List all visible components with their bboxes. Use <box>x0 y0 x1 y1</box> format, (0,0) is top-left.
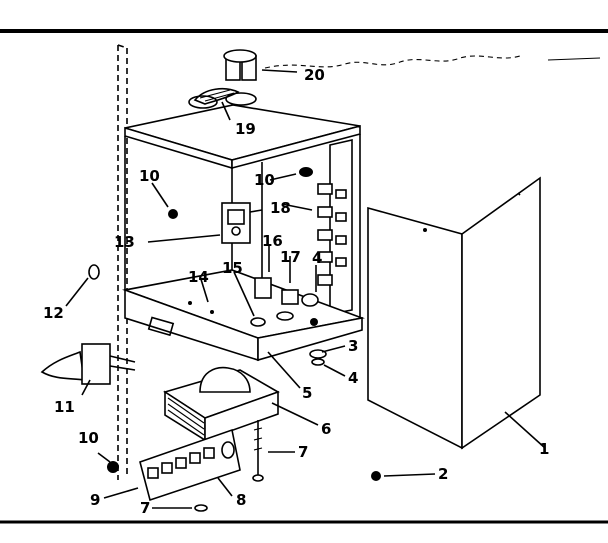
part-label-3: 3 <box>348 337 358 355</box>
part-label-19: 19 <box>235 120 256 138</box>
part-label-1: 1 <box>539 440 549 458</box>
wall-outline <box>117 44 128 480</box>
part-label-6: 6 <box>321 420 331 438</box>
part-label-18: 18 <box>270 199 291 217</box>
screw-10-right <box>299 167 313 177</box>
washer-7-lower <box>194 504 208 512</box>
top-connector <box>223 49 257 81</box>
base-tray <box>121 269 365 362</box>
bolt-7 <box>252 420 264 482</box>
part-label-14: 14 <box>188 268 209 286</box>
wire-squiggle <box>264 55 521 69</box>
transformer <box>163 366 280 442</box>
part-label-2: 2 <box>438 465 448 483</box>
part-label-20: 20 <box>304 66 325 84</box>
part-label-7-bolt: 7 <box>298 443 308 461</box>
relay-component <box>221 202 263 244</box>
part-label-8: 8 <box>236 491 246 509</box>
part-label-10-right: 10 <box>254 171 275 189</box>
part-label-16: 16 <box>262 232 283 250</box>
part-label-11: 11 <box>54 398 75 416</box>
part-label-17: 17 <box>280 248 301 266</box>
part-label-4-inner: 4 <box>312 249 322 267</box>
part-label-4-right: 4 <box>348 369 358 387</box>
terminal-board <box>139 428 241 502</box>
part-label-10-lower: 10 <box>78 429 99 447</box>
side-cover-panel <box>367 176 541 450</box>
part-label-15: 15 <box>222 259 243 277</box>
leader-lines <box>65 69 546 509</box>
washer-4 <box>311 358 325 366</box>
screw-10-upper <box>168 209 178 219</box>
control-knobs <box>250 277 319 327</box>
screw-10-lower <box>107 461 119 473</box>
part-label-10-upper: 10 <box>139 167 160 185</box>
ground-mark <box>547 57 601 61</box>
power-cord-plug <box>40 343 136 385</box>
terminal-strip <box>317 183 347 286</box>
part-label-13: 13 <box>114 233 135 251</box>
part-label-12: 12 <box>43 304 64 322</box>
top-vent-fan <box>193 87 240 105</box>
housing-box <box>124 92 361 325</box>
part-label-7-bottom: 7 <box>140 499 150 517</box>
part-label-9: 9 <box>90 491 100 509</box>
part-label-5: 5 <box>302 384 312 402</box>
grommet-12 <box>88 264 100 280</box>
screw-2 <box>371 471 381 481</box>
